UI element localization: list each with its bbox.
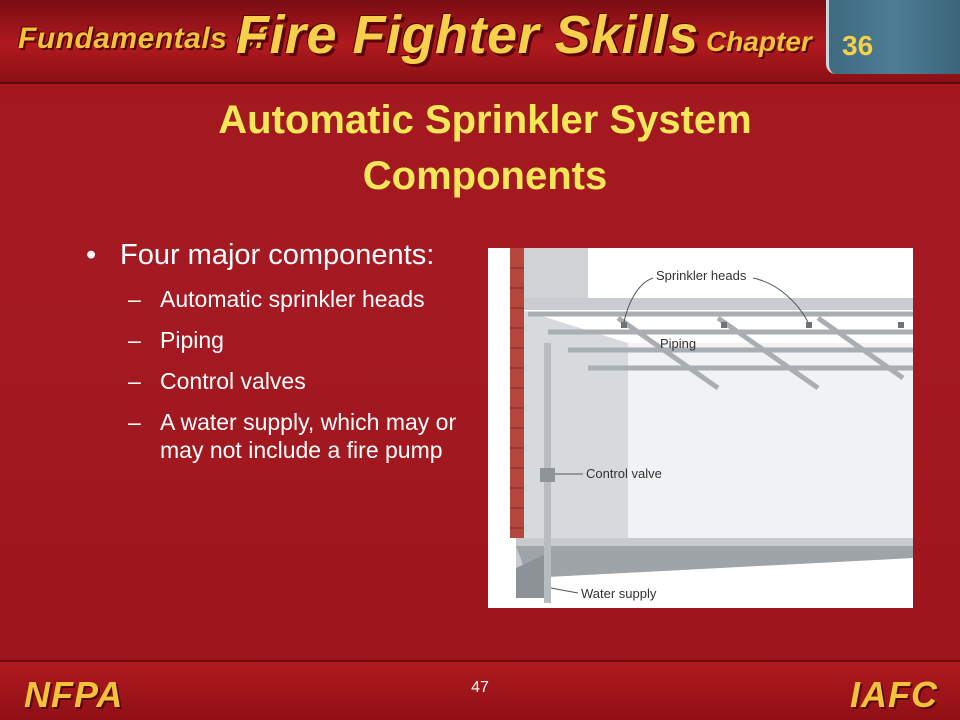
room-interior xyxy=(628,343,913,538)
footer-banner: NFPA 47 IAFC xyxy=(0,660,960,720)
sub-item: – A water supply, which may or may not i… xyxy=(128,408,466,464)
bullet-text: Four major components: xyxy=(120,239,435,271)
sprinkler-head-markers xyxy=(621,322,904,328)
control-valve-body xyxy=(540,468,555,482)
sub-item-text: Control valves xyxy=(160,368,306,394)
page-number: 47 xyxy=(471,679,489,696)
iafc-logo: IAFC xyxy=(850,674,938,715)
label-control-valve: Control valve xyxy=(586,466,662,481)
sub-item-text: A water supply, which may or may not inc… xyxy=(160,409,457,463)
dash-marker: – xyxy=(128,368,141,394)
foundation xyxy=(516,553,548,598)
label-piping: Piping xyxy=(660,336,696,351)
chapter-number: 36 xyxy=(842,30,874,61)
bullet-marker: • xyxy=(86,239,97,271)
left-wall xyxy=(516,308,628,563)
header-banner: Fundamentals of Fire Fighter Skills Chap… xyxy=(0,0,960,84)
slide-title-line-2: Components xyxy=(362,154,608,198)
brick-lines xyxy=(510,267,524,529)
sub-item: – Automatic sprinkler heads xyxy=(128,285,466,313)
slide-title-line-1: Automatic Sprinkler System xyxy=(218,98,752,142)
upper-wall xyxy=(516,248,588,298)
floor-slab xyxy=(516,546,913,578)
label-leaders xyxy=(550,277,809,594)
slide-title: Automatic Sprinkler System Components xyxy=(70,92,900,204)
dash-marker: – xyxy=(128,327,141,353)
piping-network xyxy=(528,311,913,391)
brand-title: Fire Fighter Skills xyxy=(236,5,699,65)
brand-prefix: Fundamentals of xyxy=(18,22,266,55)
brick-wall xyxy=(510,248,524,538)
chapter-label: Chapter xyxy=(706,26,812,57)
sub-item: – Piping xyxy=(128,326,466,354)
bullet-list: • Four major components: – Automatic spr… xyxy=(86,238,466,477)
dash-marker: – xyxy=(128,286,141,312)
sub-list: – Automatic sprinkler heads – Piping – C… xyxy=(86,285,466,464)
sub-item: – Control valves xyxy=(128,367,466,395)
label-sprinkler-heads: Sprinkler heads xyxy=(656,268,747,283)
sub-item-text: Piping xyxy=(160,327,224,353)
label-water-supply: Water supply xyxy=(581,586,657,601)
nfpa-logo: NFPA xyxy=(24,674,124,715)
sprinkler-illustration: Sprinkler heads Piping Control valve Wat… xyxy=(510,248,913,603)
dash-marker: – xyxy=(128,409,141,435)
chapter-tab xyxy=(826,0,960,74)
sub-item-text: Automatic sprinkler heads xyxy=(160,286,425,312)
ceiling-slab xyxy=(516,298,913,310)
sprinkler-diagram: Sprinkler heads Piping Control valve Wat… xyxy=(488,248,913,608)
bullet-item: • Four major components: xyxy=(86,238,466,273)
